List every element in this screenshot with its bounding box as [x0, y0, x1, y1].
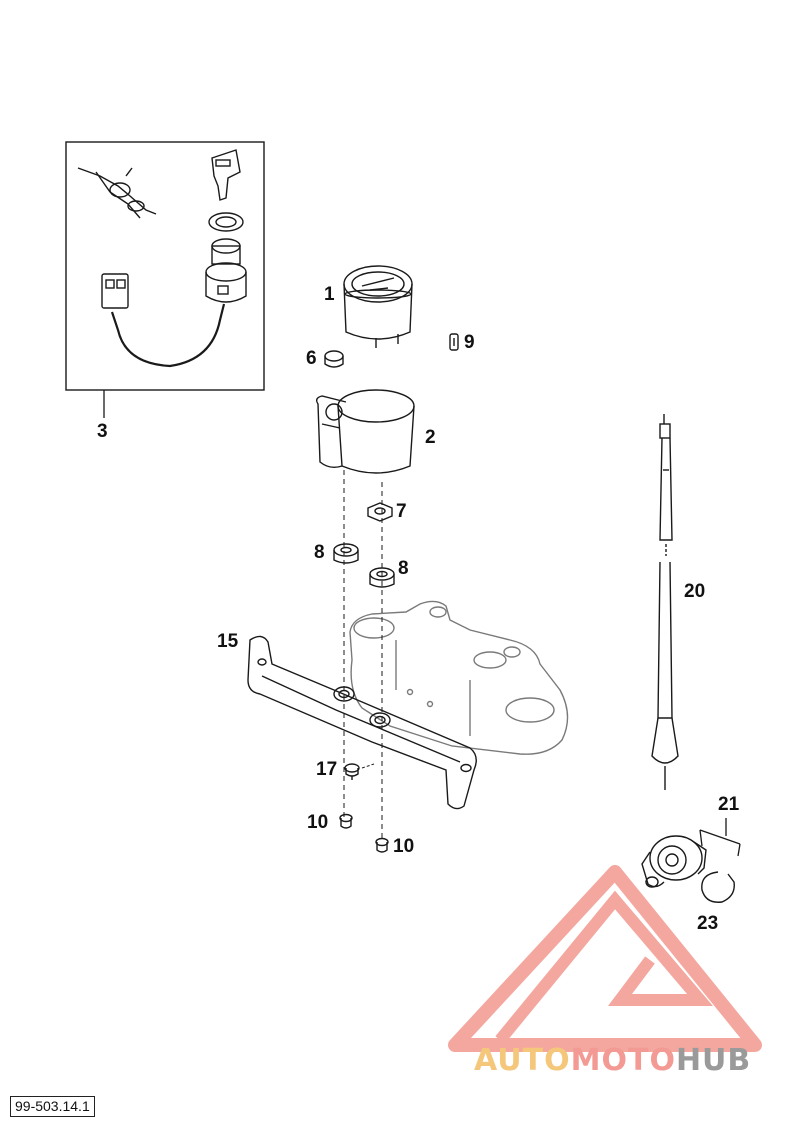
- triple-clamp-outline: [349, 600, 569, 755]
- document-number: 99-503.14.1: [10, 1096, 95, 1118]
- watermark-logo: [448, 865, 762, 1052]
- switch-plug: [101, 273, 129, 309]
- callout-3: 3: [97, 421, 108, 442]
- hex-nut: [367, 502, 393, 522]
- bolt-17: [344, 763, 360, 780]
- callout-20: 20: [684, 581, 706, 602]
- switch-cable: [110, 303, 226, 368]
- callout-6: 6: [306, 348, 317, 369]
- callout-21: 21: [718, 794, 740, 815]
- pin-part: [449, 333, 459, 351]
- speedometer-cable: [651, 414, 679, 790]
- watermark-part-auto: AUTO: [474, 1043, 571, 1078]
- spring-clip: [701, 871, 735, 903]
- callout-17: 17: [316, 759, 338, 780]
- callout-10-left: 10: [307, 812, 329, 833]
- callout-15: 15: [217, 631, 239, 652]
- leader-line-17: [361, 763, 375, 769]
- instrument-housing: [315, 389, 415, 474]
- ignition-key: [211, 149, 241, 201]
- callout-1: 1: [324, 284, 335, 305]
- callout-8-left: 8: [314, 542, 325, 563]
- ignition-switch-inset: [65, 141, 265, 391]
- callout-10-right: 10: [393, 836, 415, 857]
- watermark-part-hub: HUB: [675, 1043, 752, 1078]
- watermark-text: AUTOMOTOHUB: [474, 1046, 751, 1076]
- callout-9: 9: [464, 332, 475, 353]
- callout-7: 7: [396, 501, 407, 522]
- speedometer: [343, 265, 413, 348]
- grommet-left: [333, 543, 359, 564]
- switch-body: [205, 238, 247, 303]
- callout-23: 23: [697, 913, 719, 934]
- leader-bracket-21: [699, 818, 741, 857]
- rubber-cap: [324, 350, 344, 368]
- assembly-axes: [343, 470, 383, 842]
- screw-10-left: [339, 813, 353, 829]
- switch-bezel-ring: [208, 212, 244, 232]
- screw-10-right: [375, 837, 389, 853]
- switch-connector-part: [77, 167, 157, 219]
- watermark-part-moto: MOTO: [570, 1043, 676, 1078]
- callout-2: 2: [425, 427, 436, 448]
- speedometer-drive: [641, 835, 707, 888]
- instrument-bracket: [247, 635, 477, 810]
- callout-8-right: 8: [398, 558, 409, 579]
